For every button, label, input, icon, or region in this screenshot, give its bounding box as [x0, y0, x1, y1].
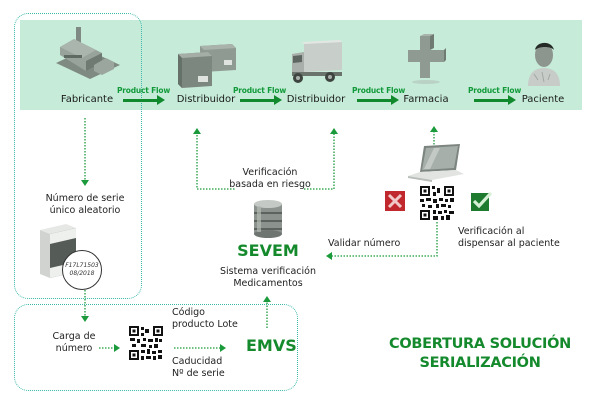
serial-seal: F17L71503 08/2018	[62, 250, 102, 290]
factory-icon	[50, 25, 122, 83]
product-code-line1: Código	[172, 307, 205, 318]
product-flow-arrow-4	[474, 95, 516, 105]
product-qr-code-icon	[128, 325, 164, 361]
truck-icon	[290, 40, 344, 84]
title-line1: COBERTURA SOLUCIÓN	[389, 336, 571, 352]
stage-label-fabricante: Fabricante	[60, 94, 114, 105]
serial-number-label-line1: Número de serie	[45, 193, 125, 204]
stage-label-paciente: Paciente	[521, 94, 565, 105]
serial-number-label: Número de serie único aleatorio	[30, 193, 140, 217]
product-flow-arrow-3	[357, 95, 399, 105]
emvs-dotted-box	[14, 304, 298, 391]
product-code-label: Código producto Lote	[172, 307, 238, 331]
dispense-verification-label: Verificación al dispensar al paciente	[458, 226, 560, 250]
risk-line2: basada en riesgo	[229, 179, 311, 190]
serial-box-code: F17L71503	[65, 262, 99, 269]
product-flow-label-2: Product Flow	[233, 86, 287, 95]
emvs-title: EMVS	[246, 336, 297, 355]
load-number-label: Carga de número	[44, 331, 104, 355]
product-flow-label-3: Product Flow	[352, 86, 406, 95]
sevem-subtitle: Sistema verificación Medicamentos	[210, 266, 326, 290]
expiry-line1: Caducidad	[172, 356, 223, 367]
pharmacy-cross-icon	[406, 34, 446, 84]
risk-verification-label: Verificación basada en riesgo	[218, 167, 322, 191]
boxes-icon	[176, 42, 238, 88]
serial-number-label-line2: único aleatorio	[49, 205, 121, 216]
reject-x-icon	[384, 190, 406, 212]
title-line2: SERIALIZACIÓN	[419, 355, 541, 371]
product-flow-arrow-2	[240, 95, 282, 105]
page-title: COBERTURA SOLUCIÓN SERIALIZACIÓN	[380, 335, 580, 373]
database-icon	[252, 199, 284, 239]
stage-label-farmacia: Farmacia	[403, 94, 449, 105]
manufacturer-dotted-box	[14, 13, 142, 299]
expiry-serial-label: Caducidad Nº de serie	[172, 356, 225, 380]
dispense-line1: Verificación al	[458, 226, 525, 237]
sevem-subtitle-line1: Sistema verificación	[219, 266, 317, 277]
laptop-icon	[404, 144, 468, 184]
sevem-subtitle-line2: Medicamentos	[233, 278, 303, 289]
product-code-line2: producto Lote	[172, 319, 238, 330]
validate-number-label: Validar número	[328, 238, 401, 249]
sevem-title: SEVEM	[237, 241, 299, 260]
product-flow-arrow-1	[123, 95, 165, 105]
product-flow-label-4: Product Flow	[468, 86, 522, 95]
product-flow-label-1: Product Flow	[117, 86, 171, 95]
stage-label-distribuidor-1: Distribuidor	[176, 94, 236, 105]
serial-box-date: 08/2018	[69, 270, 95, 277]
risk-line1: Verificación	[242, 167, 298, 178]
patient-icon	[524, 38, 564, 86]
approve-check-icon	[470, 190, 492, 212]
load-number-line2: número	[55, 343, 93, 354]
stage-label-distribuidor-2: Distribuidor	[286, 94, 346, 105]
load-number-line1: Carga de	[52, 331, 96, 342]
serial-line: Nº de serie	[172, 368, 225, 379]
qr-code-icon	[419, 185, 455, 221]
dispense-line2: dispensar al paciente	[458, 238, 560, 249]
